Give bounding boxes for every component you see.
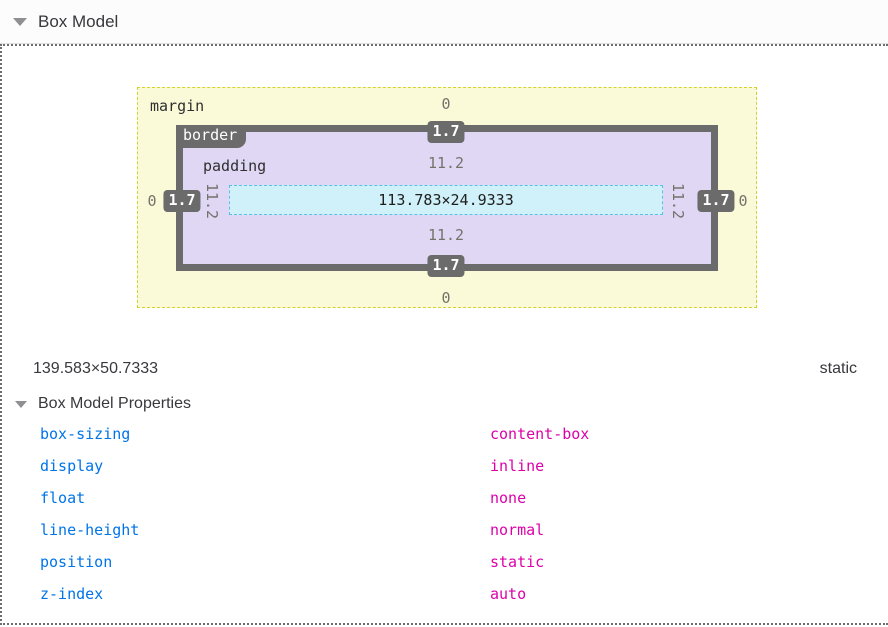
property-name[interactable]: line-height (40, 521, 140, 539)
chevron-down-icon[interactable] (15, 400, 27, 408)
content-region[interactable]: 113.783×24.9333 (229, 185, 663, 215)
property-row[interactable]: z-index auto (2, 578, 888, 610)
margin-region-label: margin (150, 97, 205, 115)
property-value[interactable]: none (490, 489, 527, 507)
border-right-value[interactable]: 1.7 (697, 190, 735, 212)
property-name[interactable]: position (40, 553, 113, 571)
margin-right-value[interactable]: 0 (738, 192, 748, 210)
property-name[interactable]: display (40, 457, 104, 475)
content-size-value: 113.783×24.9333 (378, 191, 514, 209)
property-value[interactable]: content-box (490, 425, 590, 443)
element-dimensions: 139.583×50.7333 (33, 360, 159, 377)
property-name[interactable]: box-sizing (40, 425, 131, 443)
margin-top-value[interactable]: 0 (441, 95, 451, 113)
property-name[interactable]: float (40, 489, 86, 507)
padding-left-value[interactable]: 11.2 (203, 182, 221, 220)
property-value[interactable]: auto (490, 585, 527, 603)
chevron-down-icon[interactable] (13, 17, 27, 26)
padding-region-label: padding (203, 157, 267, 175)
property-row[interactable]: float none (2, 482, 888, 514)
properties-list: box-sizing content-box display inline fl… (2, 418, 888, 610)
border-left-value[interactable]: 1.7 (163, 190, 201, 212)
box-model-properties-header[interactable]: Box Model Properties (2, 395, 888, 413)
panel-title: Box Model (38, 11, 119, 31)
margin-bottom-value[interactable]: 0 (441, 289, 451, 307)
properties-title: Box Model Properties (38, 395, 191, 412)
property-row[interactable]: box-sizing content-box (2, 418, 888, 450)
padding-right-value[interactable]: 11.2 (669, 182, 687, 220)
margin-left-value[interactable]: 0 (147, 192, 157, 210)
box-model-header[interactable]: Box Model (0, 0, 888, 44)
property-row[interactable]: position static (2, 546, 888, 578)
property-value[interactable]: inline (490, 457, 545, 475)
border-region-label: border (176, 125, 247, 148)
property-row[interactable]: display inline (2, 450, 888, 482)
property-row[interactable]: line-height normal (2, 514, 888, 546)
box-model-diagram: margin border padding 113.783×24.9333 0 … (137, 87, 757, 308)
border-bottom-value[interactable]: 1.7 (427, 255, 465, 277)
padding-bottom-value[interactable]: 11.2 (427, 226, 465, 244)
property-value[interactable]: normal (490, 521, 545, 539)
box-model-panel: margin border padding 113.783×24.9333 0 … (0, 44, 888, 625)
property-name[interactable]: z-index (40, 585, 104, 603)
padding-top-value[interactable]: 11.2 (427, 154, 465, 172)
border-top-value[interactable]: 1.7 (427, 121, 465, 143)
property-value[interactable]: static (490, 553, 545, 571)
element-position: static (819, 360, 857, 377)
